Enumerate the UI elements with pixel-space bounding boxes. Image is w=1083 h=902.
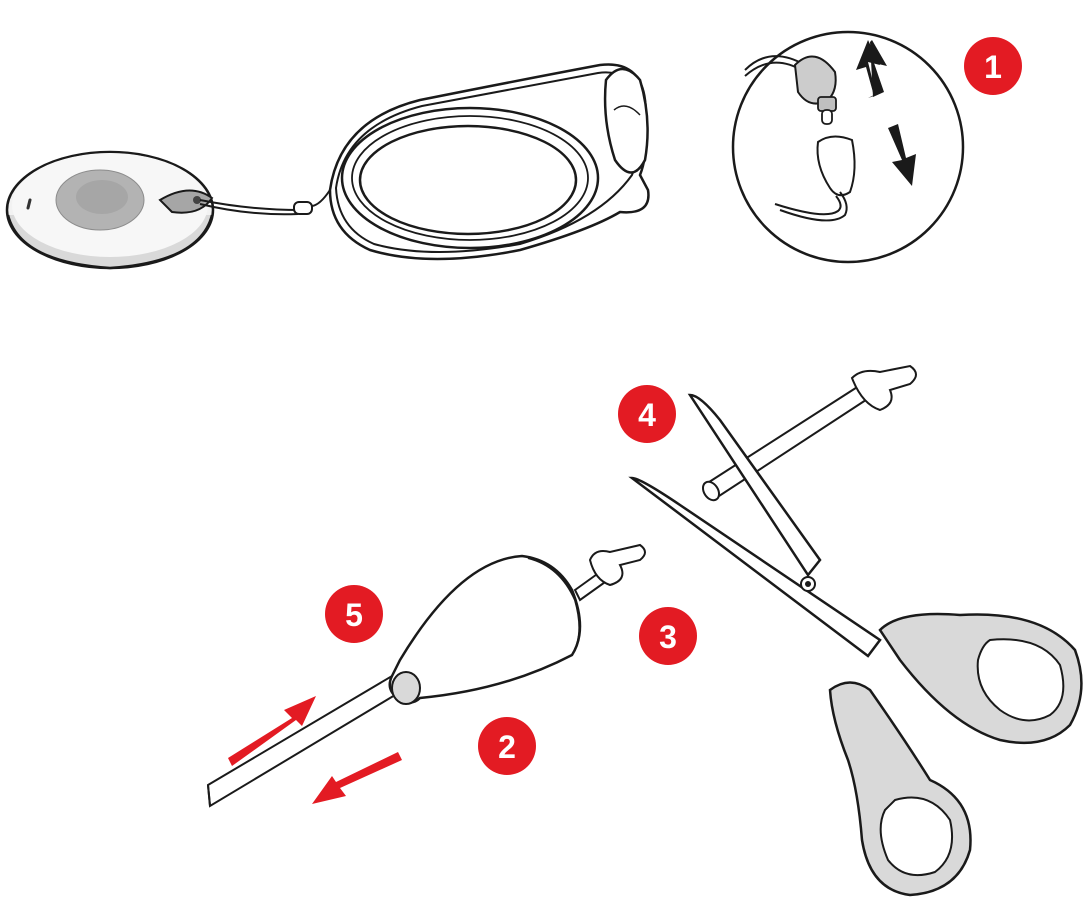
connector-detail-circle-icon <box>733 32 963 262</box>
scissors-icon <box>632 395 1081 895</box>
push-pull-arrows-icon <box>228 696 402 804</box>
step-badge-1-number: 1 <box>984 49 1002 85</box>
lanyard-cord-icon <box>200 64 648 259</box>
step-badge-4: 4 <box>618 385 676 443</box>
cord-connector-icon <box>208 545 645 806</box>
step-badge-5: 5 <box>325 585 383 643</box>
step-badge-2: 2 <box>478 717 536 775</box>
step-badge-4-number: 4 <box>638 397 656 433</box>
step-badge-3-number: 3 <box>659 619 677 655</box>
step-badge-5-number: 5 <box>345 597 363 633</box>
cut-cord-icon <box>700 366 916 503</box>
pendant-device-icon <box>7 152 213 268</box>
step-badge-1: 1 <box>964 37 1022 95</box>
step-badge-2-number: 2 <box>498 729 516 765</box>
step-badge-3: 3 <box>639 607 697 665</box>
